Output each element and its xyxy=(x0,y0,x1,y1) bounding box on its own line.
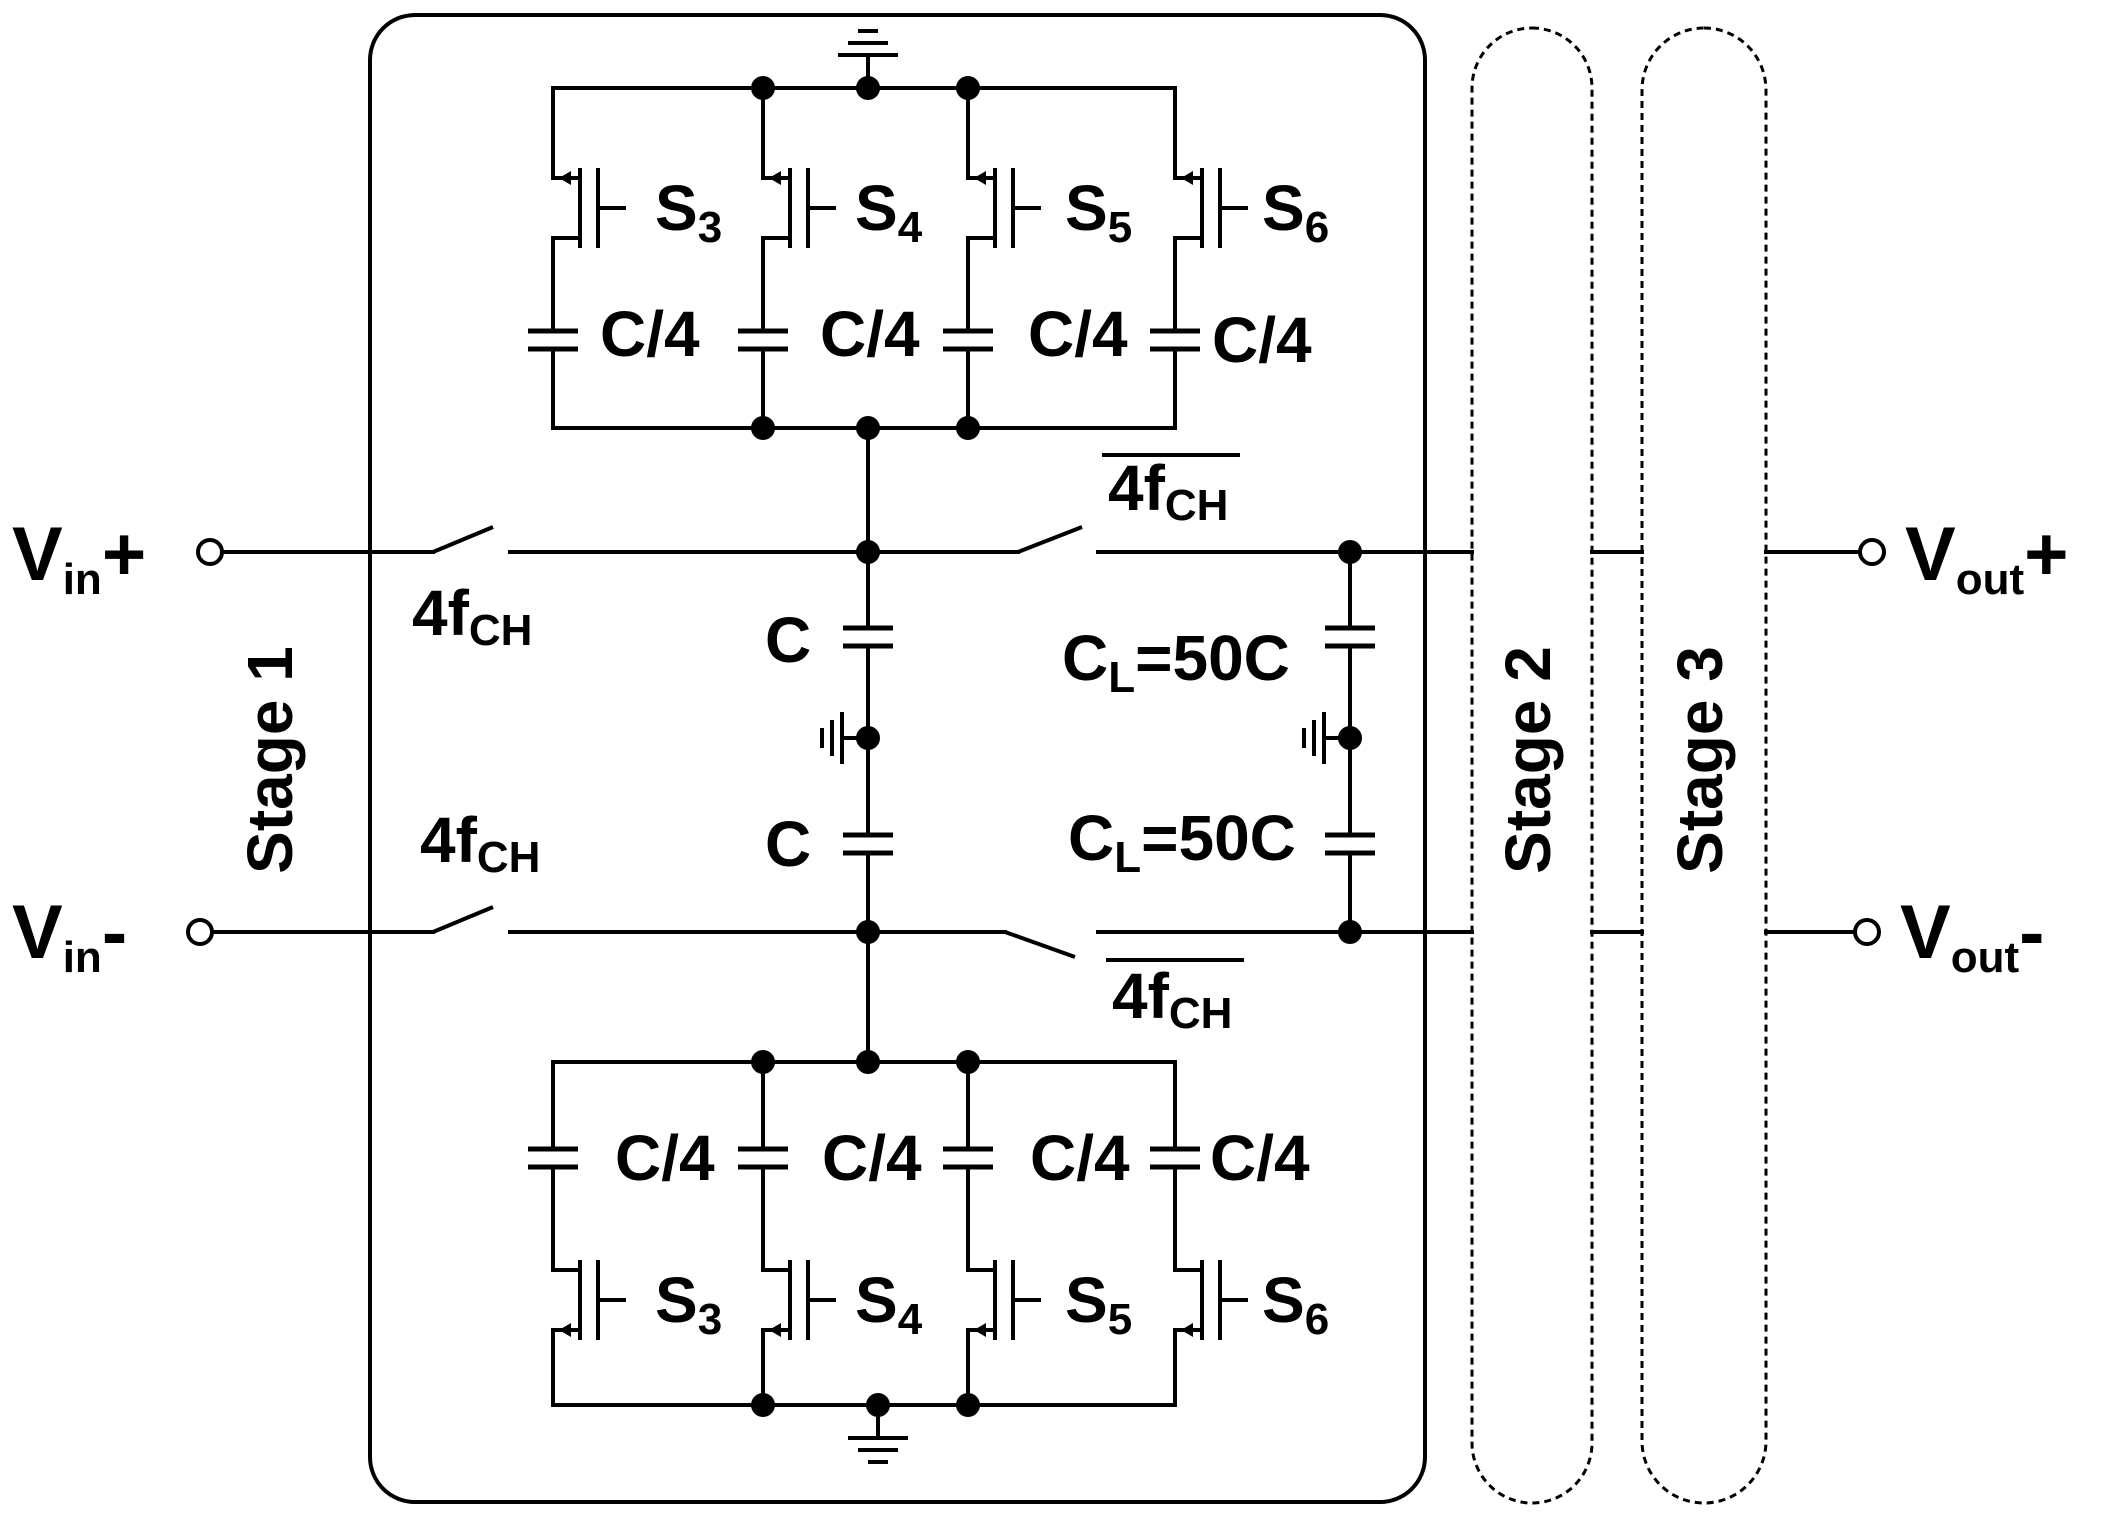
junction-dot xyxy=(956,1050,980,1074)
junction-dot xyxy=(856,726,880,750)
stage1-frame xyxy=(368,13,1427,1504)
junction-dot xyxy=(856,1050,880,1074)
stage1-label: Stage 1 xyxy=(234,646,306,874)
vout-neg-terminal xyxy=(1853,918,1881,946)
junction-dot xyxy=(751,1050,775,1074)
junction-dot xyxy=(856,76,880,100)
clk-label-bot-left: 4fCH xyxy=(420,804,540,882)
stage2-frame xyxy=(1470,26,1594,1505)
cl-top-label: CL=50C xyxy=(1062,622,1290,702)
clk-label-top-right: 4fCH xyxy=(1108,452,1228,530)
bot-switch-label-s6: S6 xyxy=(1262,1264,1329,1344)
bot-switch-label-s4: S4 xyxy=(855,1264,923,1344)
top-bank-branches xyxy=(528,86,1248,430)
vin-neg-terminal xyxy=(186,918,214,946)
clk-label-bot-right: 4fCH xyxy=(1112,960,1232,1038)
vout-pos-terminal xyxy=(1858,538,1886,566)
junction-dot xyxy=(956,76,980,100)
bot-cap-label-1: C/4 xyxy=(615,1122,715,1194)
vin-neg-label: Vin- xyxy=(12,890,127,982)
bot-cap-label-2: C/4 xyxy=(822,1122,922,1194)
vout-pos-label: Vout+ xyxy=(1905,512,2069,604)
bottom-bank-branch-1 xyxy=(528,1060,626,1407)
top-switch-label-s6: S6 xyxy=(1262,172,1329,252)
bottom-bank-branch-2 xyxy=(738,1060,836,1407)
stage2-label: Stage 2 xyxy=(1492,646,1564,874)
junction-dot xyxy=(1338,540,1362,564)
junction-dot xyxy=(856,416,880,440)
bottom-bank-branches xyxy=(528,1060,1248,1407)
stage3-label: Stage 3 xyxy=(1664,646,1736,874)
top-bank-branch-4 xyxy=(1150,86,1248,430)
junction-dot xyxy=(1338,920,1362,944)
bot-switch-label-s5: S5 xyxy=(1065,1264,1132,1344)
junction-dot xyxy=(956,416,980,440)
top-bank-branch-2 xyxy=(738,86,836,430)
bot-cap-label-4: C/4 xyxy=(1210,1122,1310,1194)
vout-neg-label: Vout- xyxy=(1900,890,2044,982)
top-bank-branch-1 xyxy=(528,86,626,430)
bot-cap-label-3: C/4 xyxy=(1030,1122,1130,1194)
junction-dot xyxy=(856,540,880,564)
junction-dot xyxy=(856,920,880,944)
junction-dot xyxy=(866,1393,890,1417)
top-cap-label-4: C/4 xyxy=(1212,304,1312,376)
bot-switch-label-s3: S3 xyxy=(655,1264,722,1344)
junction-dot xyxy=(751,76,775,100)
junction-dot xyxy=(751,1393,775,1417)
top-bank-branch-3 xyxy=(943,86,1041,430)
top-cap-label-1: C/4 xyxy=(600,298,700,370)
clk-label-top-left: 4fCH xyxy=(412,577,532,655)
bottom-bank-branch-4 xyxy=(1150,1060,1248,1407)
center-column xyxy=(820,426,893,1064)
junction-dot xyxy=(956,1393,980,1417)
top-switch-label-s4: S4 xyxy=(855,172,923,252)
cl-bot-label: CL=50C xyxy=(1068,802,1296,882)
top-cap-label-3: C/4 xyxy=(1028,298,1128,370)
junction-dot xyxy=(751,416,775,440)
input-rails xyxy=(210,525,1862,959)
top-switch-label-s3: S3 xyxy=(655,172,722,252)
cap-center-top-label: C xyxy=(765,604,811,676)
stage3-frame xyxy=(1640,26,1768,1505)
bottom-bank-branch-3 xyxy=(943,1060,1041,1407)
junction-dots xyxy=(751,76,1362,1417)
top-cap-label-2: C/4 xyxy=(820,298,920,370)
vin-pos-label: Vin+ xyxy=(12,512,146,604)
junction-dot xyxy=(1338,726,1362,750)
vin-pos-terminal xyxy=(196,538,224,566)
cap-center-bot-label: C xyxy=(765,808,811,880)
top-switch-label-s5: S5 xyxy=(1065,172,1132,252)
